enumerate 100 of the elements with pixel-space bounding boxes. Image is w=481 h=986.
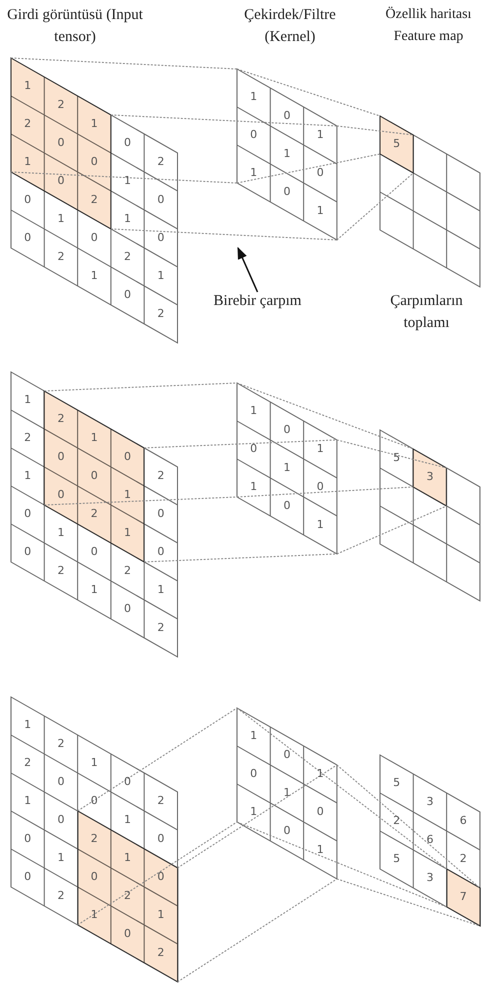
cell-value: 5	[392, 776, 402, 790]
annotation-text: Çarpımların toplamı	[389, 292, 464, 333]
projection-line	[236, 154, 380, 184]
cell-value: 2	[23, 431, 32, 446]
cell-value: 1	[23, 393, 32, 408]
projection-line	[236, 486, 414, 498]
cell-value: 0	[282, 109, 292, 124]
highlighted-window	[78, 810, 178, 982]
projection-line	[144, 553, 338, 562]
cell-value: 2	[156, 469, 166, 484]
projection-line	[336, 439, 448, 468]
cell-value: 2	[156, 307, 166, 322]
cell-value: 2	[156, 621, 166, 636]
cell-value: 0	[249, 442, 258, 456]
cell-value: 0	[316, 480, 325, 494]
column-heading: Çekirdek/Filtre (Kernel)	[243, 6, 337, 47]
cell-value: 1	[123, 174, 132, 188]
cell-value: 1	[316, 843, 325, 858]
cell-value: 0	[90, 545, 99, 560]
projection-line	[77, 822, 238, 926]
cell-value: 1	[249, 90, 258, 104]
projection-line	[336, 172, 414, 240]
cell-value: 2	[392, 814, 402, 828]
projection-line	[77, 708, 238, 812]
input-grid	[11, 697, 178, 982]
cell-value: 0	[123, 136, 132, 150]
projection-line	[336, 764, 480, 888]
cell-value: 1	[156, 269, 166, 284]
cell-value: 0	[56, 136, 66, 150]
cell-value: 0	[156, 507, 166, 522]
cell-value: 0	[23, 507, 32, 522]
cell-value: 1	[123, 488, 132, 502]
cell-value: 0	[23, 870, 32, 884]
cell-value: 0	[123, 288, 132, 302]
input-grid	[11, 58, 178, 343]
cell-value: 1	[316, 128, 325, 142]
cell-value: 0	[156, 231, 166, 246]
cell-value: 0	[56, 488, 66, 502]
cell-value: 0	[249, 767, 258, 782]
cell-value: 0	[90, 231, 99, 246]
cell-value: 1	[123, 212, 132, 226]
cell-value: 1	[23, 794, 32, 808]
cell-value: 5	[392, 137, 402, 152]
column-heading: Girdi görüntüsü (Input tensor)	[6, 6, 144, 47]
cell-value: 7	[458, 890, 468, 904]
cell-value: 1	[316, 518, 325, 532]
cell-value: 2	[90, 832, 99, 846]
cell-value: 1	[249, 805, 258, 820]
cell-value: 0	[23, 193, 32, 208]
cell-value: 2	[123, 564, 132, 578]
cell-value: 0	[282, 824, 292, 838]
cell-value: 1	[156, 908, 166, 922]
cell-value: 2	[156, 794, 166, 808]
cell-value: 0	[56, 450, 66, 464]
projection-line	[144, 439, 338, 448]
cell-value: 0	[282, 185, 292, 200]
cell-value: 2	[23, 117, 32, 132]
cell-value: 2	[56, 889, 66, 904]
cell-value: 2	[90, 507, 99, 522]
cell-value: 5	[392, 451, 402, 466]
cell-value: 0	[23, 231, 32, 246]
cell-value: 1	[282, 147, 292, 162]
cell-value: 0	[156, 870, 166, 884]
feature-map-grid	[380, 116, 480, 287]
cell-value: 1	[316, 442, 325, 456]
projection-line	[236, 68, 380, 116]
projection-line	[336, 878, 480, 926]
cell-value: 1	[56, 851, 66, 866]
highlighted-window	[44, 390, 144, 562]
cell-value: 2	[156, 155, 166, 170]
projection-line	[110, 228, 338, 240]
projection-line	[236, 708, 448, 870]
cell-value: 1	[249, 166, 258, 180]
cell-value: 0	[56, 813, 66, 828]
cell-value: 1	[123, 851, 132, 866]
cell-value: 3	[425, 795, 434, 810]
cell-value: 0	[282, 499, 292, 514]
cell-value: 0	[249, 128, 258, 142]
projection-line	[44, 382, 238, 392]
cell-value: 0	[282, 423, 292, 438]
cell-value: 2	[458, 852, 468, 866]
cell-value: 0	[123, 602, 132, 616]
cell-value: 2	[56, 412, 66, 426]
cell-value: 2	[56, 737, 66, 752]
cell-value: 0	[56, 174, 66, 188]
cell-value: 1	[123, 813, 132, 828]
kernel-grid	[237, 708, 337, 879]
cell-value: 2	[156, 946, 166, 960]
cell-value: 0	[23, 832, 32, 846]
cell-value: 1	[90, 117, 99, 132]
cell-value: 1	[90, 431, 99, 446]
column-heading: Özellik haritası Feature map	[384, 6, 472, 46]
cell-value: 0	[23, 545, 32, 560]
cell-value: 0	[156, 545, 166, 560]
cell-value: 1	[90, 583, 99, 598]
cell-value: 2	[23, 756, 32, 770]
cell-value: 1	[90, 756, 99, 770]
projection-line	[110, 114, 338, 126]
cell-value: 1	[23, 718, 32, 732]
projection-line	[177, 878, 338, 982]
